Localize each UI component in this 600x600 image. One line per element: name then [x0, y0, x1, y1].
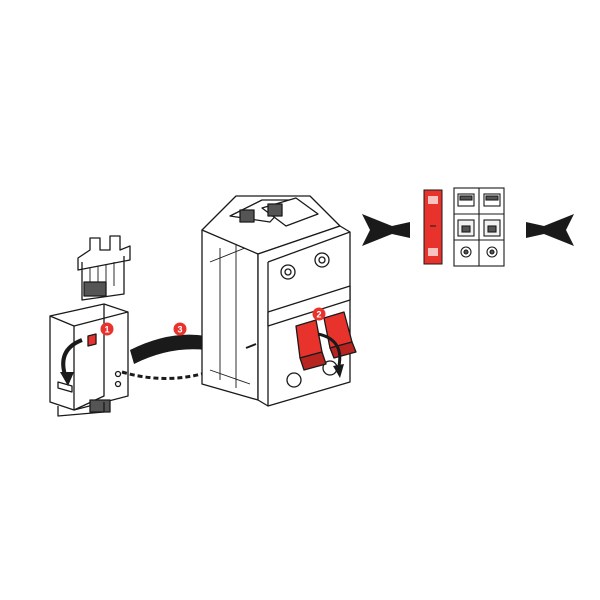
step-3-badge: 3 — [173, 322, 187, 336]
step-2-badge: 2 — [312, 307, 326, 321]
step-1-badge: 1 — [100, 322, 114, 336]
push-arrow-icon — [526, 214, 574, 246]
curved-arrow-icon — [317, 332, 344, 378]
svg-text:3: 3 — [177, 325, 182, 335]
auxiliary-contact-module — [49, 235, 131, 417]
svg-text:2: 2 — [316, 310, 321, 320]
push-arrow-icon — [130, 322, 222, 364]
auxiliary-module-front-view — [423, 189, 443, 265]
curved-arrow-icon — [60, 338, 83, 386]
circuit-breaker-front-view — [453, 187, 505, 267]
circuit-breaker — [201, 195, 357, 407]
push-arrow-icon — [362, 214, 410, 246]
svg-text:1: 1 — [104, 325, 109, 335]
